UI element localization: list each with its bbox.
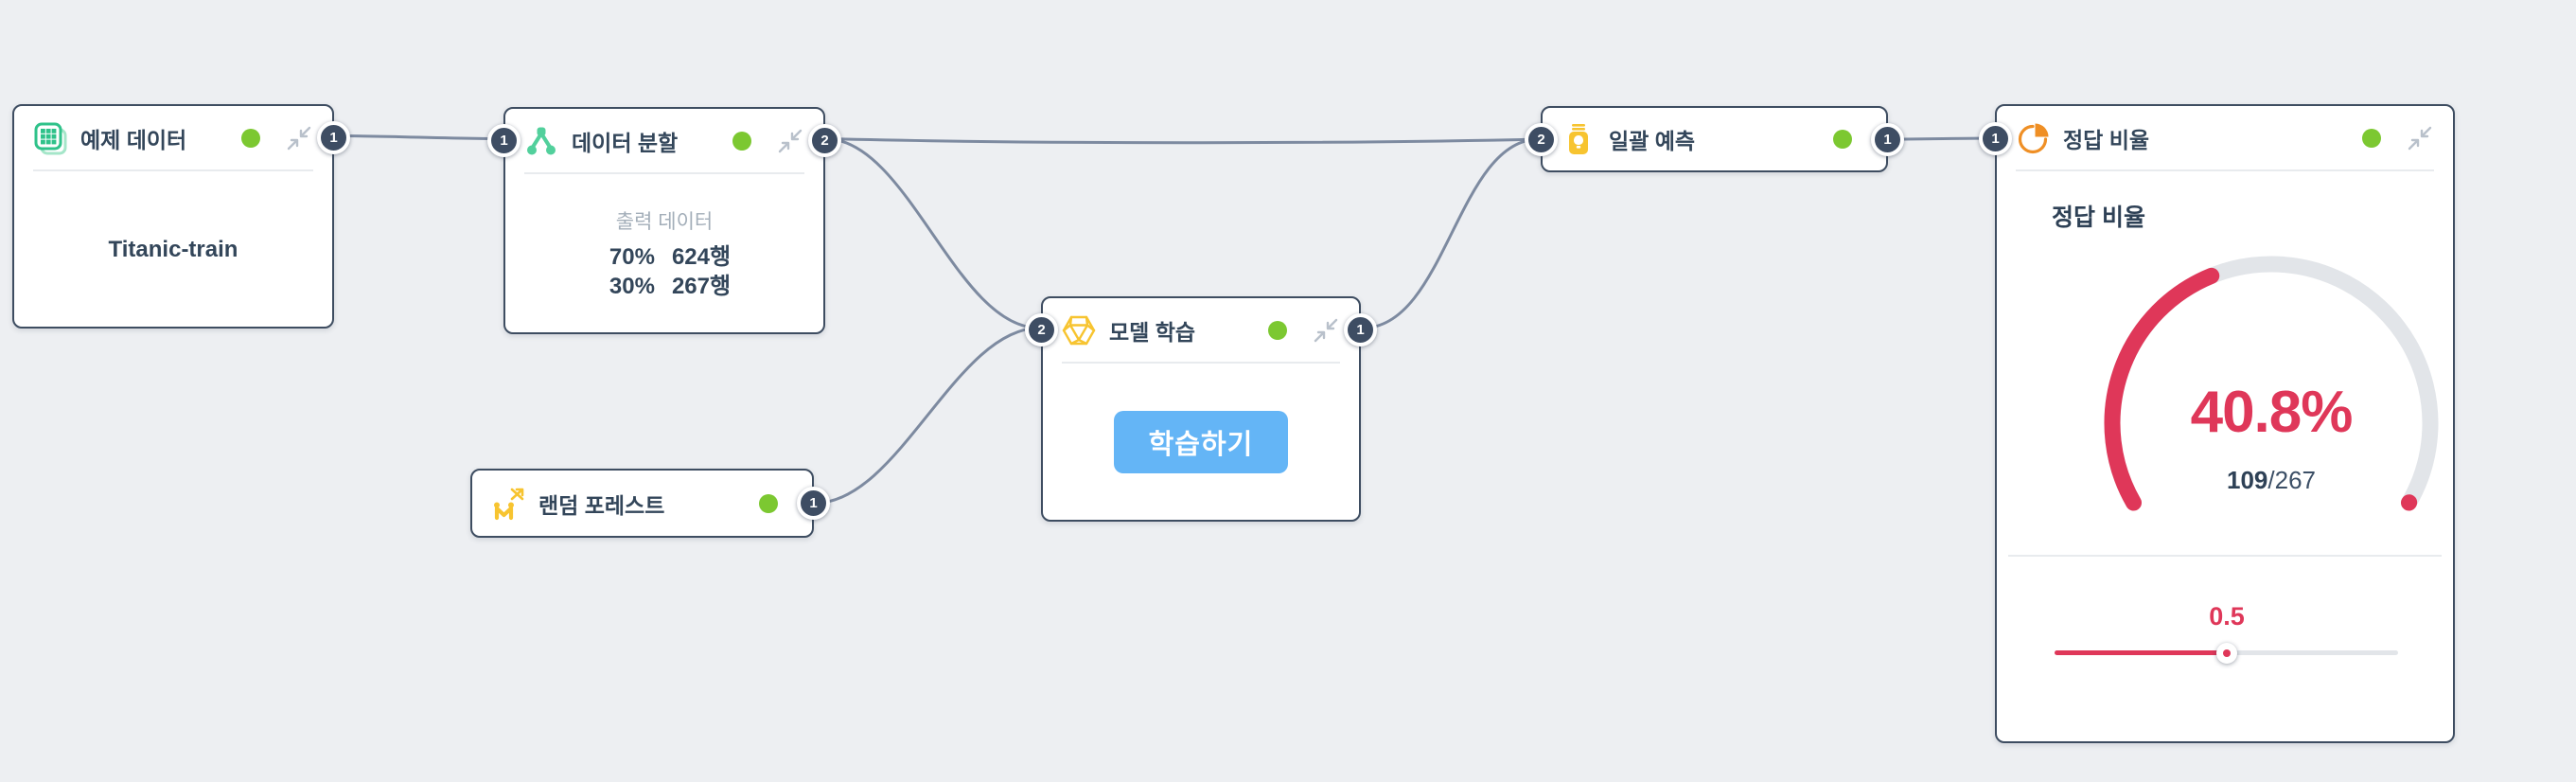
slider-handle[interactable] bbox=[2215, 642, 2237, 664]
pie-chart-icon bbox=[2018, 123, 2049, 153]
prediction-jar-icon bbox=[1569, 124, 1588, 154]
collapse-icon[interactable] bbox=[1314, 318, 1338, 343]
collapse-icon[interactable] bbox=[2408, 126, 2432, 151]
output-port[interactable]: 1 bbox=[797, 487, 830, 520]
total-count: /267 bbox=[2267, 466, 2316, 494]
gauge-fraction: 109/267 bbox=[2082, 463, 2461, 497]
split-rows: 624행 bbox=[671, 244, 732, 270]
gauge-title: 정답 비율 bbox=[2052, 204, 2145, 231]
section-divider bbox=[2008, 555, 2442, 557]
node-body: Titanic-train bbox=[14, 171, 332, 328]
edge-datasplit-batchpredict bbox=[823, 137, 1542, 145]
edge-modeltrain-batchpredict bbox=[1361, 137, 1541, 329]
node-title: 랜덤 포레스트 bbox=[538, 492, 665, 518]
split-percent: 70% bbox=[609, 244, 655, 270]
collapse-icon[interactable] bbox=[287, 126, 311, 151]
edge-exampledata-datasplit bbox=[333, 134, 503, 140]
split-branch-icon bbox=[527, 127, 556, 154]
threshold-slider[interactable] bbox=[2055, 642, 2398, 664]
output-port[interactable]: 1 bbox=[317, 121, 350, 154]
node-title: 예제 데이터 bbox=[80, 127, 187, 152]
node-title: 정답 비율 bbox=[2063, 127, 2150, 152]
model-polyhedron-icon bbox=[1062, 315, 1096, 345]
edge-datasplit-modeltrain bbox=[823, 137, 1041, 329]
node-header: 정답 비율 bbox=[1997, 106, 2453, 169]
table-grid-icon bbox=[34, 122, 67, 154]
accuracy-body: 정답 비율 40.8% 109/267 0.5 bbox=[1997, 171, 2453, 741]
output-port[interactable]: 1 bbox=[1871, 122, 1904, 156]
header-divider bbox=[524, 172, 804, 174]
output-port[interactable]: 2 bbox=[808, 124, 841, 157]
split-row-70: 70% 624행 bbox=[598, 242, 731, 272]
status-dot bbox=[1268, 320, 1287, 340]
status-dot bbox=[241, 128, 260, 148]
slider-fill bbox=[2055, 650, 2227, 655]
node-header: 랜덤 포레스트 bbox=[472, 471, 812, 536]
header-divider bbox=[1062, 362, 1340, 364]
node-data-split[interactable]: 데이터 분할 출력 데이터 70% 624행 30% 267행 1 2 bbox=[487, 107, 841, 334]
dataset-name: Titanic-train bbox=[108, 236, 238, 262]
random-forest-icon bbox=[494, 488, 524, 520]
input-port[interactable]: 2 bbox=[1525, 122, 1558, 156]
node-random-forest[interactable]: 랜덤 포레스트 1 bbox=[470, 469, 830, 538]
node-title: 일괄 예측 bbox=[1609, 129, 1696, 153]
split-percent: 30% bbox=[609, 274, 655, 299]
output-data-label: 출력 데이터 bbox=[615, 211, 714, 233]
status-dot bbox=[1833, 130, 1852, 149]
node-header: 예제 데이터 bbox=[14, 106, 332, 169]
status-dot bbox=[2362, 128, 2381, 148]
gauge-percent-value: 40.8% bbox=[2190, 380, 2354, 445]
header-divider bbox=[2016, 169, 2434, 171]
node-body: 출력 데이터 70% 624행 30% 267행 bbox=[505, 174, 823, 333]
node-header: 데이터 분할 bbox=[505, 109, 823, 172]
edge-randomforest-modeltrain bbox=[813, 327, 1041, 505]
collapse-icon[interactable] bbox=[778, 129, 803, 153]
node-body: 학습하기 bbox=[1043, 364, 1359, 521]
correct-count: 109 bbox=[2227, 466, 2268, 494]
gauge-fill-arc bbox=[2104, 256, 2439, 511]
status-dot bbox=[759, 493, 778, 513]
node-batch-predict[interactable]: 일괄 예측 2 1 bbox=[1525, 106, 1904, 172]
node-model-train[interactable]: 모델 학습 학습하기 2 1 bbox=[1025, 296, 1377, 522]
threshold-value-label: 0.5 bbox=[2209, 602, 2245, 631]
split-rows: 267행 bbox=[671, 274, 732, 299]
input-port[interactable]: 1 bbox=[487, 124, 520, 157]
input-port[interactable]: 1 bbox=[1979, 122, 2012, 155]
accuracy-gauge bbox=[2104, 256, 2439, 511]
node-example-data[interactable]: 예제 데이터 Titanic-train 1 bbox=[12, 104, 350, 329]
node-header: 일괄 예측 bbox=[1543, 108, 1886, 170]
split-row-30: 30% 267행 bbox=[598, 272, 731, 301]
output-port[interactable]: 1 bbox=[1344, 313, 1377, 347]
node-accuracy[interactable]: 정답 비율 정답 비율 40.8% 109/267 0.5 bbox=[1979, 104, 2455, 743]
node-header: 모델 학습 bbox=[1043, 298, 1359, 362]
node-title: 모델 학습 bbox=[1109, 319, 1196, 345]
input-port[interactable]: 2 bbox=[1025, 313, 1058, 347]
status-dot bbox=[732, 131, 751, 151]
train-button[interactable]: 학습하기 bbox=[1114, 411, 1288, 473]
node-title: 데이터 분할 bbox=[572, 130, 679, 155]
header-divider bbox=[33, 169, 313, 171]
